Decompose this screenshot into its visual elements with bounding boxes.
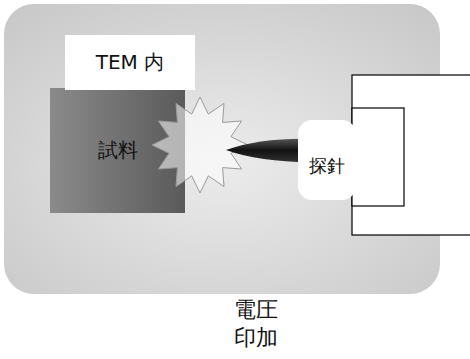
tem-chamber bbox=[4, 4, 440, 294]
node-text: 試料 bbox=[98, 137, 138, 164]
sample-box: 試料 bbox=[50, 88, 185, 213]
probe-holder-housing bbox=[352, 75, 470, 235]
voltage-label: 電圧 印加 bbox=[226, 296, 286, 351]
node-text: TEM 内 bbox=[96, 49, 164, 76]
label-box: TEM 内 bbox=[65, 35, 195, 90]
probe-holder-inner bbox=[352, 108, 404, 206]
spark bbox=[152, 97, 248, 193]
probe-holder: 探針 bbox=[298, 120, 356, 200]
node-text: 探針 bbox=[309, 154, 345, 178]
